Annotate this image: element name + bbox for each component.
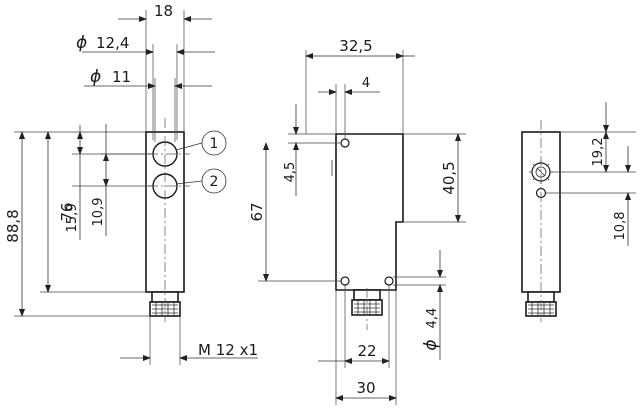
pot-height-label: 19,2: [591, 138, 606, 167]
total-height-label: 88,8: [4, 209, 22, 242]
front-view: 18 ϕ 12,4 ϕ 11 88,8 76 15,9: [4, 2, 258, 365]
led-spacing-label: 10,8: [613, 212, 628, 241]
mounting-hole-bottom-right: [384, 276, 394, 286]
lens-ring-diameter-symbol: ϕ: [76, 33, 87, 53]
lens-spacing-label: 10,9: [91, 198, 106, 227]
rear-view: 19,2 10,8: [521, 102, 636, 322]
hole-diameter-label: 4,4: [425, 308, 440, 329]
lens-diameter-symbol: ϕ: [90, 67, 101, 87]
connector-thread-label: M 12 x1: [198, 341, 258, 359]
front-width-label: 18: [154, 2, 173, 20]
side-depth-label: 32,5: [339, 37, 372, 55]
hole-offset-label: 4: [362, 76, 370, 91]
hole-spacing-label: 67: [248, 202, 266, 221]
hole-vertical-offset-label: 4,5: [283, 162, 298, 183]
lens-diameter-label: 11: [112, 68, 131, 86]
mounting-hole-top: [340, 138, 350, 148]
lens-ring-diameter-label: 12,4: [96, 34, 129, 52]
side-view: 32,5 4 4,5 67 40,5 4,4 ϕ 22: [248, 37, 466, 405]
lens1-offset-label: 15,9: [65, 204, 80, 233]
base-depth-label: 30: [356, 379, 375, 397]
front-connector-thread: [152, 302, 178, 316]
connector-offset-label: 22: [357, 342, 376, 360]
callout-1: 1: [210, 136, 219, 152]
mounting-hole-bottom-left: [340, 276, 350, 286]
upper-height-label: 40,5: [440, 161, 458, 194]
housing-height-label: 76: [58, 202, 76, 221]
side-housing: [335, 133, 404, 291]
callout-2: 2: [210, 174, 219, 190]
hole-diameter-symbol: ϕ: [421, 339, 441, 350]
